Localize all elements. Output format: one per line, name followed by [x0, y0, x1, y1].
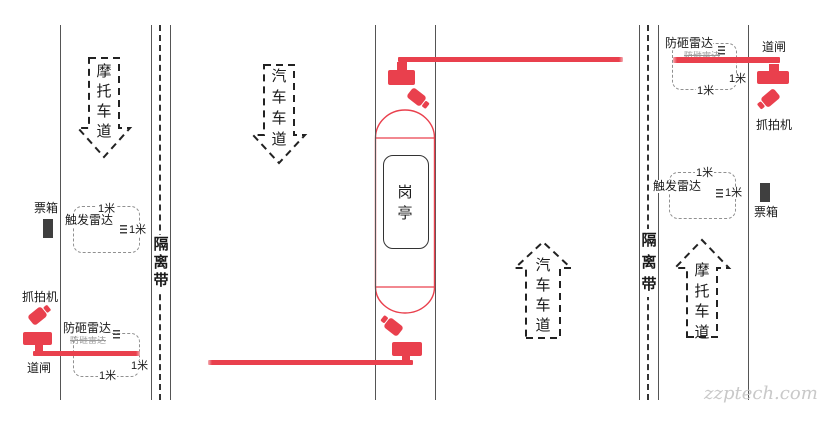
- dimension-1m: 1米: [128, 224, 148, 236]
- radar-unit-icon: [716, 189, 723, 199]
- barrier-arm-left: [33, 351, 140, 356]
- barrier-gate-left-label: 道闸: [27, 361, 52, 375]
- capture-camera-right-label: 抓拍机: [756, 118, 793, 132]
- obscured-radar-text: 防砸雷达: [684, 51, 720, 60]
- barrier-gate-right-post: [769, 64, 779, 71]
- barrier-arm-right: [673, 57, 780, 63]
- dimension-1m: 1米: [728, 73, 748, 85]
- dimension-1m: 1米: [695, 167, 715, 179]
- divider-right-line-inner: [639, 25, 640, 400]
- ticket-box-left-label: 票箱: [34, 201, 59, 215]
- trigger-radar-left-label: 触发雷达: [65, 213, 114, 227]
- guard-booth-label: 岗亭: [397, 184, 413, 222]
- barrier-arm-island-top: [398, 57, 623, 62]
- barrier-gate-left-post: [35, 345, 43, 351]
- barrier-gate-right-label: 道闸: [762, 40, 787, 54]
- barrier-gate-island-bottom-post: [402, 356, 410, 361]
- divider-left-line-outer: [151, 25, 152, 400]
- ticket-box-left-icon: [43, 219, 53, 238]
- divider-right-line-outer: [658, 25, 659, 400]
- moto-lane-right-label: 摩托车道: [694, 262, 710, 341]
- capture-camera-left-icon: [27, 305, 48, 327]
- divider-left-line-inner: [170, 25, 171, 400]
- car-lane-right-label: 汽车车道: [535, 257, 551, 334]
- barrier-gate-island-bottom-housing: [392, 342, 422, 356]
- radar-unit-icon: [718, 46, 725, 56]
- radar-unit-icon: [113, 330, 120, 340]
- ticket-box-right-label: 票箱: [754, 205, 779, 219]
- moto-lane-left-label: 摩托车道: [96, 63, 112, 140]
- barrier-gate-left-housing: [23, 332, 52, 345]
- barrier-gate-right-housing: [757, 71, 789, 84]
- dimension-1m: 1米: [696, 85, 716, 97]
- dimension-1m: 1米: [98, 370, 118, 382]
- capture-camera-right-icon: [760, 87, 781, 109]
- radar-unit-icon: [120, 225, 127, 235]
- divider-right-label: 隔离带: [641, 229, 657, 297]
- dimension-1m: 1米: [724, 187, 744, 199]
- capture-camera-island-bottom-icon: [383, 317, 404, 337]
- divider-left-label: 隔离带: [153, 235, 169, 291]
- dimension-1m: 1米: [97, 203, 117, 215]
- dimension-1m: 1米: [130, 360, 150, 372]
- watermark: zzptech.com: [704, 383, 818, 404]
- curb-line-right: [748, 25, 749, 400]
- trigger-radar-right-label: 触发雷达: [653, 179, 702, 193]
- barrier-gate-island-top-housing: [388, 70, 415, 85]
- anti-smash-radar-left-label: 防砸雷达: [63, 321, 112, 335]
- barrier-arm-island-bottom: [208, 360, 413, 365]
- curb-line-left: [60, 25, 61, 400]
- barrier-gate-island-top-post: [397, 62, 407, 70]
- divider-right-dashed-line: [647, 25, 649, 400]
- capture-camera-left-label: 抓拍机: [22, 290, 59, 304]
- island-left-edge-line: [375, 130, 376, 295]
- anti-smash-radar-right-label: 防砸雷达: [665, 36, 714, 50]
- car-lane-left-label: 汽车车道: [271, 68, 287, 148]
- guard-booth: 岗亭: [383, 155, 429, 249]
- obscured-radar-text: 防砸雷达: [70, 336, 107, 345]
- ticket-box-right-icon: [760, 183, 770, 202]
- divider-left-dashed-line: [159, 25, 161, 400]
- island-right-lane-line: [435, 25, 436, 400]
- capture-camera-island-top-icon: [406, 87, 427, 107]
